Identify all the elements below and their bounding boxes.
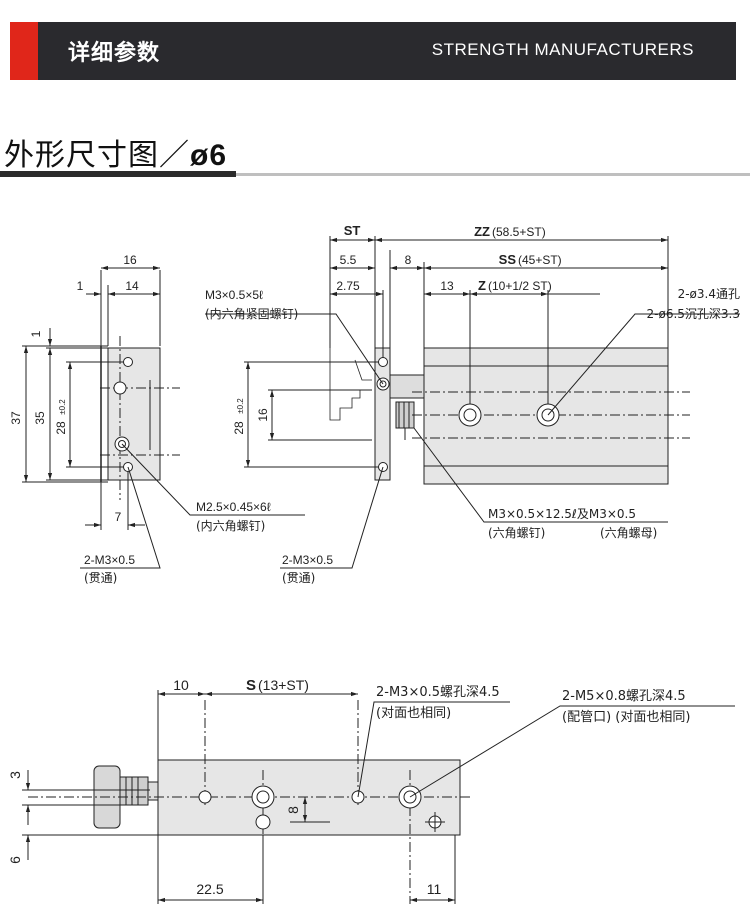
dim-13: 13 — [440, 279, 454, 293]
dim-6: 6 — [7, 856, 23, 864]
front-breakout-2 — [354, 359, 372, 381]
leader-tap-front — [280, 466, 384, 569]
dim-14: 14 — [125, 279, 139, 293]
bottom-view-rod — [147, 781, 159, 801]
front-view-plate — [374, 347, 391, 481]
leader-tap-side — [80, 466, 161, 569]
header-brand: STRENGTH MANUFACTURERS — [431, 40, 694, 59]
dim-7: 7 — [115, 510, 122, 524]
callout-thru-hole: 2-ø3.4通孔 — [678, 287, 740, 301]
dim-3: 3 — [7, 771, 23, 779]
dim-z: Z — [478, 278, 486, 293]
callout-tap-front: 2-M3×0.5 — [282, 553, 333, 567]
dim-35: 35 — [33, 411, 47, 425]
dim-8-bottom: 8 — [285, 806, 301, 814]
dim-1-v: 1 — [29, 330, 43, 337]
dim-s: S — [246, 677, 256, 694]
dim-55: 5.5 — [340, 253, 357, 267]
section-rule-light — [236, 173, 750, 176]
callout-hex-screw-spec: M2.5×0.45×6ℓ — [196, 500, 271, 514]
header-title: 详细参数 — [68, 41, 161, 66]
callout-tap-bottom: 2-M3×0.5螺孔深4.5 — [376, 685, 500, 700]
callout-tap-side: 2-M3×0.5 — [84, 553, 135, 567]
leader-port — [409, 705, 735, 798]
callout-nut-name: (六角螺母) — [600, 526, 657, 540]
callout-bolt-spec: M3×0.5×12.5ℓ及M3×0.5 — [488, 507, 636, 521]
dim-225: 22.5 — [196, 881, 223, 897]
side-view-hole-bottom — [123, 462, 133, 472]
body-thru-left — [463, 408, 477, 422]
dim-28-front: 28 — [232, 421, 246, 435]
side-view-body — [107, 347, 161, 481]
dim-275: 2.75 — [336, 279, 360, 293]
dim-37: 37 — [9, 411, 23, 425]
leader-bolt — [413, 427, 668, 523]
dim-1-h: 1 — [77, 279, 84, 293]
side-view-hole-top — [123, 357, 133, 367]
bottom-view — [22, 690, 735, 904]
leader-cbore — [547, 313, 740, 416]
section-title: 外形尺寸图／ø6 — [4, 130, 227, 174]
callout-cbore: 2-ø6.5沉孔深3.3 — [647, 307, 740, 321]
dim-ss: SS — [499, 252, 517, 267]
plate-hole-top — [378, 357, 388, 367]
section-rule-dark — [0, 171, 236, 177]
front-view-labels: ST ZZ (58.5+ST) 5.5 8 SS (45+ST) 2.75 13… — [205, 223, 740, 585]
bottom-cbore-left-inner — [256, 790, 270, 804]
leader-tap-bottom — [357, 701, 510, 798]
dim-28-side-tol: ±0.2 — [58, 399, 67, 415]
bottom-tap-left — [198, 790, 212, 804]
dim-11: 11 — [427, 881, 442, 897]
dim-8: 8 — [405, 253, 412, 267]
callout-tap-bottom-note: (对面也相同) — [376, 706, 451, 721]
dim-16: 16 — [123, 253, 137, 267]
callout-set-screw-name: (内六角紧固螺钉) — [205, 307, 298, 321]
dim-s-expr: (13+ST) — [258, 677, 309, 693]
leader-hex-screw — [121, 443, 305, 516]
front-view-rod — [389, 374, 425, 399]
dim-10: 10 — [173, 677, 189, 693]
dim-ss-expr: (45+ST) — [518, 253, 562, 267]
section-title-main: 外形尺寸图／ — [4, 138, 190, 173]
bottom-hole-lower — [255, 814, 271, 830]
section-title-model: ø6 — [190, 139, 228, 172]
leader-set-screw — [205, 313, 384, 385]
bottom-view-labels: 10 S (13+ST) 3 6 8 22.5 11 2-M3×0.5螺孔深4.… — [7, 677, 690, 897]
front-breakout — [329, 348, 372, 421]
front-view — [205, 236, 740, 569]
bottom-view-nut — [119, 776, 149, 806]
side-view-labels: 16 1 14 1 37 35 28 ±0.2 7 M2.5×0.45×6ℓ (… — [9, 253, 271, 585]
header-accent-bar — [10, 22, 38, 80]
callout-bolt-name: (六角螺钉) — [488, 526, 545, 540]
callout-hex-screw-name: (内六角螺钉) — [196, 519, 265, 533]
dim-28-front-tol: ±0.2 — [236, 398, 245, 414]
dim-28-side: 28 — [54, 421, 68, 435]
side-view — [22, 265, 305, 569]
callout-set-screw-spec: M3×0.5×5ℓ — [205, 288, 263, 302]
header-banner: 详细参数 STRENGTH MANUFACTURERS — [10, 22, 736, 80]
callout-port: 2-M5×0.8螺孔深4.5 — [562, 689, 686, 704]
dim-zz-expr: (58.5+ST) — [492, 225, 546, 239]
callout-tap-side-note: (贯通) — [84, 571, 117, 585]
callout-tap-front-note: (贯通) — [282, 571, 315, 585]
dim-st: ST — [344, 223, 361, 238]
callout-port-note: (配管口) (对面也相同) — [562, 710, 690, 725]
dim-zz: ZZ — [474, 224, 490, 239]
side-view-hole-upper — [113, 381, 127, 395]
dim-16-front: 16 — [256, 408, 270, 422]
dim-z-expr: (10+1/2 ST) — [488, 279, 552, 293]
